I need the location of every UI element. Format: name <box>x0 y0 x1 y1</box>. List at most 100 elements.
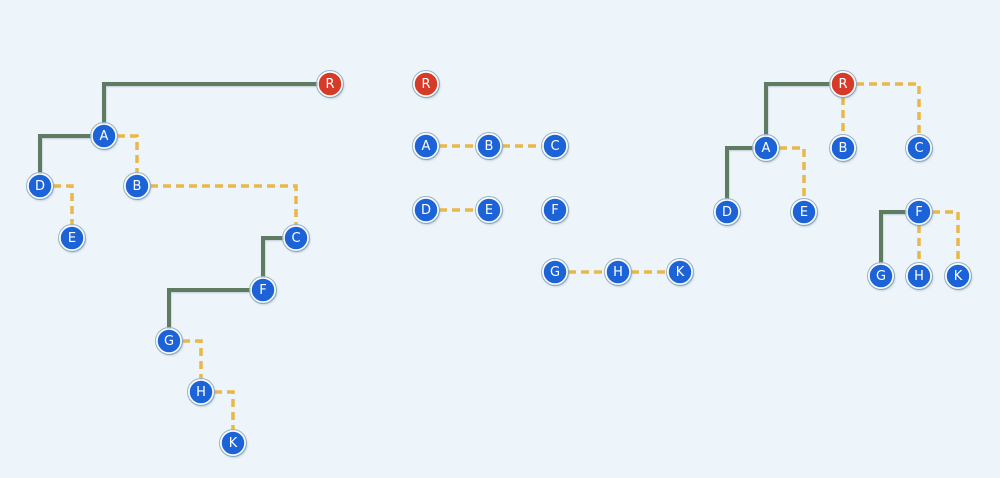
node-k: K <box>666 258 694 286</box>
node-r: R <box>316 70 344 98</box>
node-circle <box>605 259 631 285</box>
edge-g-h-dashed <box>169 339 203 382</box>
node-label: A <box>100 129 109 144</box>
node-label: G <box>550 265 560 280</box>
node-label: K <box>676 265 685 280</box>
tree-right: R A B C D E F G H K <box>713 48 972 290</box>
edge-a-b-dashed <box>104 134 139 176</box>
node-f: F <box>249 276 277 304</box>
node-label: G <box>164 334 174 349</box>
node-label: A <box>762 141 771 156</box>
node-label: F <box>259 283 266 298</box>
node-d: D <box>26 172 54 200</box>
node-label: D <box>722 205 732 220</box>
tree-middle: R A B C D E F G H K <box>412 48 694 286</box>
node-label: B <box>133 179 142 194</box>
node-circle <box>413 197 439 223</box>
node-label: F <box>915 205 922 220</box>
node-circle <box>476 133 502 159</box>
node-circle <box>476 197 502 223</box>
node-k: K <box>944 262 972 290</box>
node-label: D <box>35 179 45 194</box>
node-h: H <box>604 258 632 286</box>
node-circle <box>906 263 932 289</box>
node-f: F <box>905 198 933 226</box>
node-label: D <box>421 203 431 218</box>
node-c: C <box>282 224 310 252</box>
node-label: H <box>914 269 924 284</box>
node-k: K <box>219 429 247 457</box>
node-d: D <box>412 196 440 224</box>
node-circle <box>906 135 932 161</box>
node-c: C <box>541 132 569 160</box>
node-label: R <box>838 77 847 92</box>
node-label: G <box>876 269 886 284</box>
edge-r-c-dashed <box>843 82 921 138</box>
node-label: A <box>422 139 431 154</box>
tree-left: R A B C D E F G H K <box>26 22 344 457</box>
node-circle <box>753 135 779 161</box>
node-b: B <box>829 134 857 162</box>
edge-r-a-solid <box>764 82 843 138</box>
node-circle <box>413 133 439 159</box>
node-label: K <box>954 269 963 284</box>
node-circle <box>542 197 568 223</box>
node-e: E <box>58 224 86 252</box>
edge-d-e-dashed <box>40 184 74 228</box>
node-label: K <box>229 436 238 451</box>
node-label: C <box>914 141 923 156</box>
node-circle <box>188 379 214 405</box>
node-circle <box>220 430 246 456</box>
node-r: R <box>829 70 857 98</box>
node-label: F <box>551 203 558 218</box>
node-circle <box>91 123 117 149</box>
node-g: G <box>541 258 569 286</box>
node-circle <box>59 225 85 251</box>
node-circle <box>714 199 740 225</box>
node-b: B <box>123 172 151 200</box>
edge-r-a-solid <box>102 82 330 126</box>
node-h: H <box>905 262 933 290</box>
node-label: C <box>291 231 300 246</box>
node-label: B <box>485 139 494 154</box>
node-circle <box>27 173 53 199</box>
node-b: B <box>475 132 503 160</box>
edge-f-g-solid <box>167 288 263 331</box>
node-circle <box>124 173 150 199</box>
node-label: R <box>421 77 430 92</box>
edge-a-d-solid <box>38 134 104 176</box>
node-g: G <box>867 262 895 290</box>
node-circle <box>906 199 932 225</box>
node-c: C <box>905 134 933 162</box>
node-label: E <box>485 203 493 218</box>
node-a: A <box>90 122 118 150</box>
node-circle <box>283 225 309 251</box>
root-node-circle <box>830 71 856 97</box>
node-r: R <box>412 70 440 98</box>
node-e: E <box>790 198 818 226</box>
root-node-circle <box>317 71 343 97</box>
node-circle <box>156 328 182 354</box>
node-a: A <box>752 134 780 162</box>
node-label: R <box>325 77 334 92</box>
node-label: B <box>839 141 848 156</box>
node-circle <box>250 277 276 303</box>
node-circle <box>542 259 568 285</box>
node-a: A <box>412 132 440 160</box>
node-d: D <box>713 198 741 226</box>
node-h: H <box>187 378 215 406</box>
node-label: H <box>613 265 623 280</box>
edge-b-c-dashed <box>137 184 298 228</box>
node-label: H <box>196 385 206 400</box>
node-circle <box>791 199 817 225</box>
edge-h-k-dashed <box>201 390 235 433</box>
node-label: E <box>800 205 808 220</box>
root-node-circle <box>413 71 439 97</box>
node-label: E <box>68 231 76 246</box>
node-circle <box>667 259 693 285</box>
node-circle <box>542 133 568 159</box>
node-circle <box>945 263 971 289</box>
node-label: C <box>550 139 559 154</box>
node-f: F <box>541 196 569 224</box>
